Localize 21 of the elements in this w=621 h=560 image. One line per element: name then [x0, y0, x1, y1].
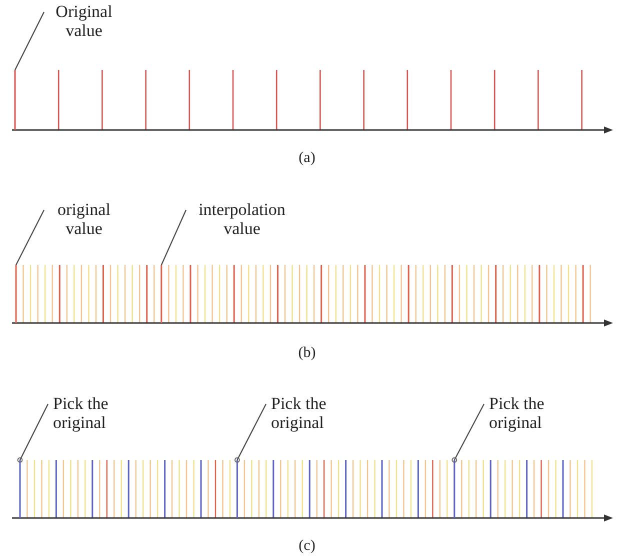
callout-text: Pick the original: [53, 394, 110, 432]
stick: [236, 460, 238, 518]
callout-text: original value: [56, 200, 112, 238]
leader-line: [14, 12, 44, 70]
callout-text: interpolation value: [198, 200, 286, 238]
panel-label: (b): [298, 344, 316, 362]
leader-line: [160, 210, 186, 266]
leader-line: [234, 404, 266, 463]
stick: [15, 265, 17, 323]
callout-text: Pick the original: [489, 394, 546, 432]
stick: [19, 460, 21, 518]
panel-label: (c): [298, 537, 316, 555]
panel-label: (a): [298, 149, 316, 167]
leader-line: [16, 210, 44, 266]
stick: [14, 70, 16, 130]
callout-text: Original value: [54, 2, 114, 40]
leader-line: [17, 404, 48, 463]
stick: [160, 265, 162, 323]
stick: [454, 460, 456, 518]
callout-text: Pick the original: [271, 394, 328, 432]
leader-line: [452, 404, 484, 463]
